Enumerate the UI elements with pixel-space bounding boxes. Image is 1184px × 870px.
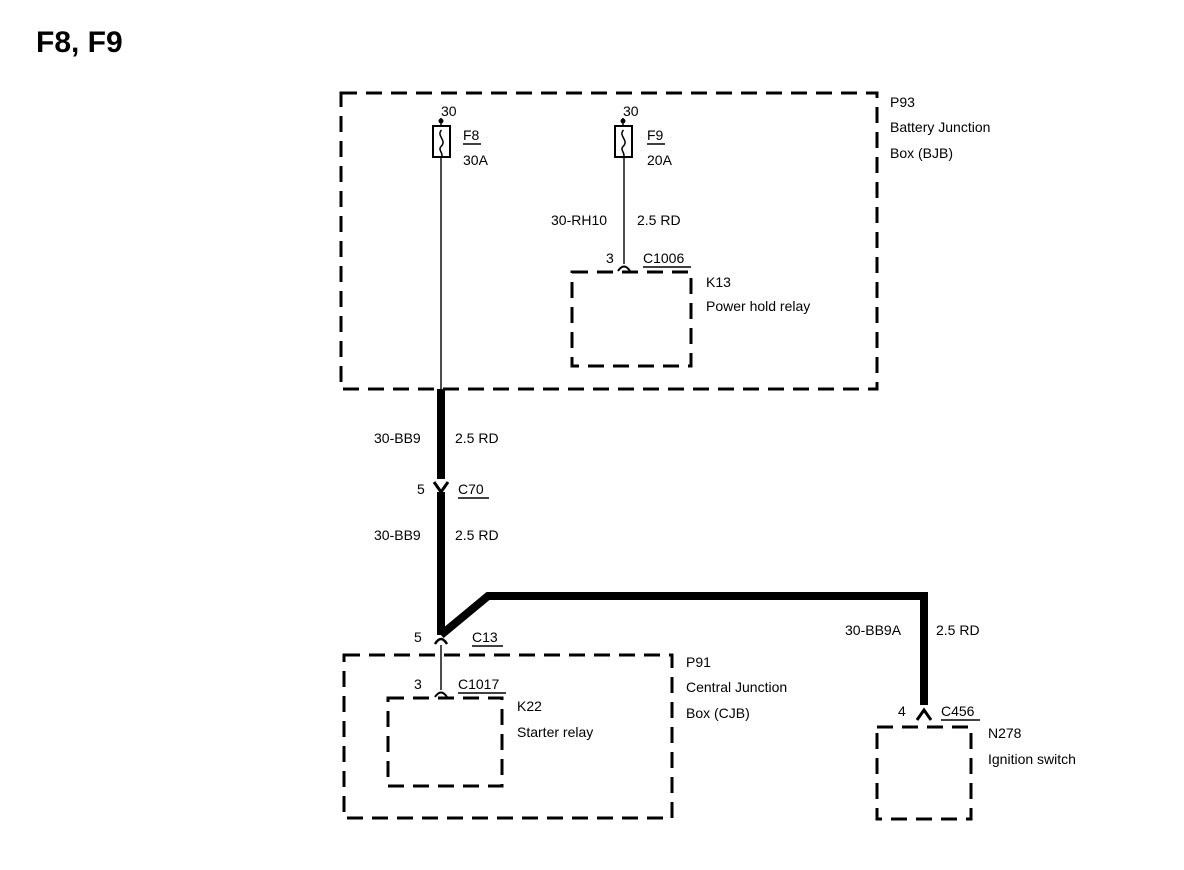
k22-name: Starter relay <box>517 724 593 740</box>
connector-c1017-id: C1017 <box>458 676 499 692</box>
wire-bb9-upper-circuit: 30-BB9 <box>374 430 421 446</box>
k22-relay-box <box>386 696 504 788</box>
connector-c13: 5 C13 <box>414 629 503 647</box>
wire-bb9-upper-spec: 2.5 RD <box>455 430 499 446</box>
wire-bb9a-circuit: 30-BB9A <box>845 622 902 638</box>
cjb-box <box>342 653 674 820</box>
wire-30-bb9a <box>438 592 928 705</box>
k13-relay-box <box>570 270 693 368</box>
connector-c1017-pin: 3 <box>414 676 422 692</box>
cjb-name-line1: Central Junction <box>686 679 787 695</box>
wire-rh10-circuit: 30-RH10 <box>551 212 607 228</box>
wire-bb9-lower-spec: 2.5 RD <box>455 527 499 543</box>
wire-rh10-spec: 2.5 RD <box>637 212 681 228</box>
n278-switch-box <box>875 725 973 821</box>
connector-c456-pin: 4 <box>898 703 906 719</box>
connector-c456-id: C456 <box>941 703 975 719</box>
wire-bb9-lower-circuit: 30-BB9 <box>374 527 421 543</box>
k13-name: Power hold relay <box>706 298 810 314</box>
fuse-f9-id: F9 <box>647 127 664 143</box>
bjb-id: P93 <box>890 94 915 110</box>
fuse-f9-rating: 20A <box>647 152 673 168</box>
connector-c1006: 3 C1006 <box>606 250 691 272</box>
connector-c70-pin: 5 <box>417 481 425 497</box>
connector-c1006-pin: 3 <box>606 250 614 266</box>
n278-name: Ignition switch <box>988 751 1076 767</box>
connector-c456: 4 C456 <box>898 703 980 721</box>
connector-c1006-id: C1006 <box>643 250 684 266</box>
fuse-f8-feed: 30 <box>441 103 457 119</box>
fuse-f9-feed: 30 <box>623 103 639 119</box>
cjb-id: P91 <box>686 654 711 670</box>
page-title: F8, F9 <box>36 26 123 59</box>
fuse-element-icon <box>439 129 444 158</box>
connector-c70: 5 C70 <box>417 481 489 499</box>
fuse-f8-rating: 30A <box>463 152 489 168</box>
fuse-f8-id: F8 <box>463 127 480 143</box>
connector-c13-pin: 5 <box>414 629 422 645</box>
k13-id: K13 <box>706 274 731 290</box>
bjb-name-line1: Battery Junction <box>890 119 990 135</box>
k22-id: K22 <box>517 698 542 714</box>
n278-id: N278 <box>988 725 1022 741</box>
connector-c13-id: C13 <box>472 629 498 645</box>
fuse-element-icon <box>621 129 626 158</box>
wire-bb9a-spec: 2.5 RD <box>936 622 980 638</box>
cjb-name-line2: Box (CJB) <box>686 705 750 721</box>
connector-c70-id: C70 <box>458 481 484 497</box>
connector-c1017: 3 C1017 <box>414 676 506 698</box>
bjb-box <box>339 91 879 391</box>
bjb-name-line2: Box (BJB) <box>890 145 953 161</box>
